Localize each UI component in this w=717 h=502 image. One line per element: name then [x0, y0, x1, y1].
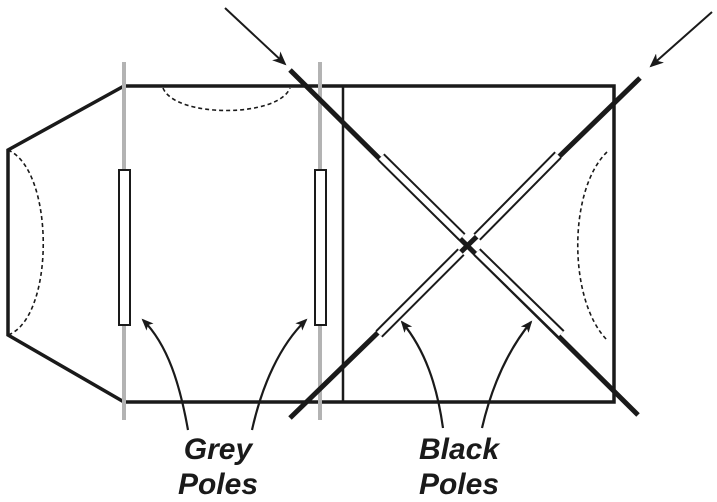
right-door-dashed — [577, 151, 608, 341]
black-label-pointer-right — [480, 320, 533, 429]
grey-poles-label-line2: Poles — [177, 468, 259, 501]
vestibule-door-dashed — [7, 149, 45, 336]
black-label-pointer-left — [400, 320, 445, 429]
arrow-top-left — [224, 7, 287, 66]
black-poles-label-line2: Poles — [418, 468, 500, 501]
black-pole-diagonal-1 — [288, 68, 640, 417]
grey-poles-label-line1: Grey — [183, 433, 253, 466]
vestibule-outline — [6, 84, 125, 404]
tent-body-outline — [124, 84, 616, 404]
grey-pole-sleeve-right — [314, 169, 327, 326]
grey-pole-sleeve-left — [118, 169, 131, 326]
arrow-top-right — [649, 11, 713, 68]
top-door-dashed — [162, 87, 291, 112]
black-poles-label-line1: Black — [418, 433, 500, 466]
grey-label-pointer-right — [250, 318, 308, 431]
grey-label-pointer-left — [141, 318, 190, 431]
black-pole-diagonal-2 — [288, 76, 642, 420]
